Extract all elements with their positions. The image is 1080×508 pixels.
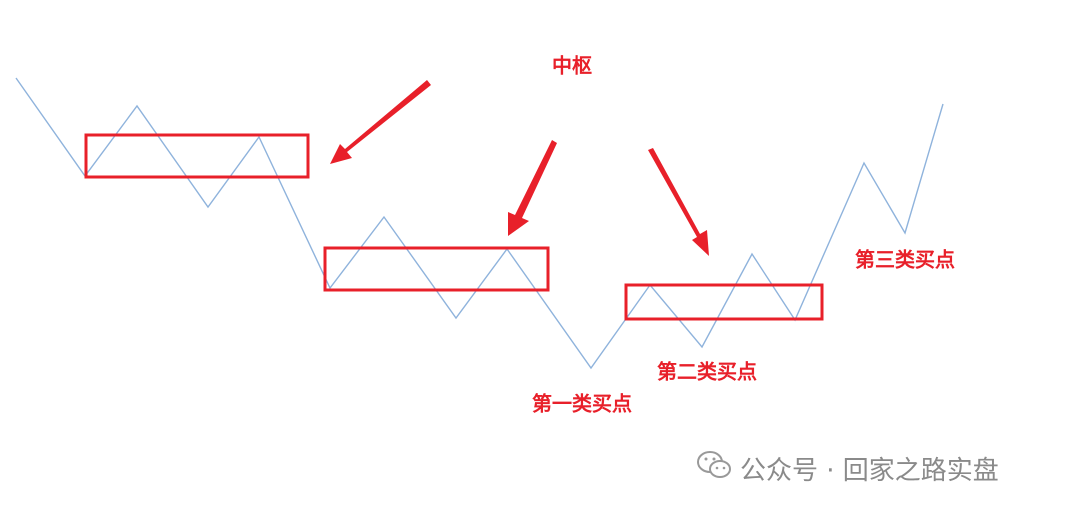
price-zigzag-line <box>15 77 944 370</box>
buy-point-3-label: 第三类买点 <box>855 247 955 272</box>
watermark: 公众号 · 回家之路实盘 <box>740 456 999 486</box>
pivot-box-2 <box>323 246 550 292</box>
arrow-3 <box>648 148 709 256</box>
pivot-box-1 <box>84 133 310 179</box>
buy-point-1-label: 第一类买点 <box>532 391 632 416</box>
pivot-label: 中枢 <box>552 53 592 78</box>
buy-point-2-label: 第二类买点 <box>657 359 757 384</box>
pivot-box-3 <box>624 283 824 321</box>
wechat-icon <box>697 451 731 478</box>
arrow-2 <box>508 140 557 236</box>
arrow-1 <box>330 80 431 164</box>
